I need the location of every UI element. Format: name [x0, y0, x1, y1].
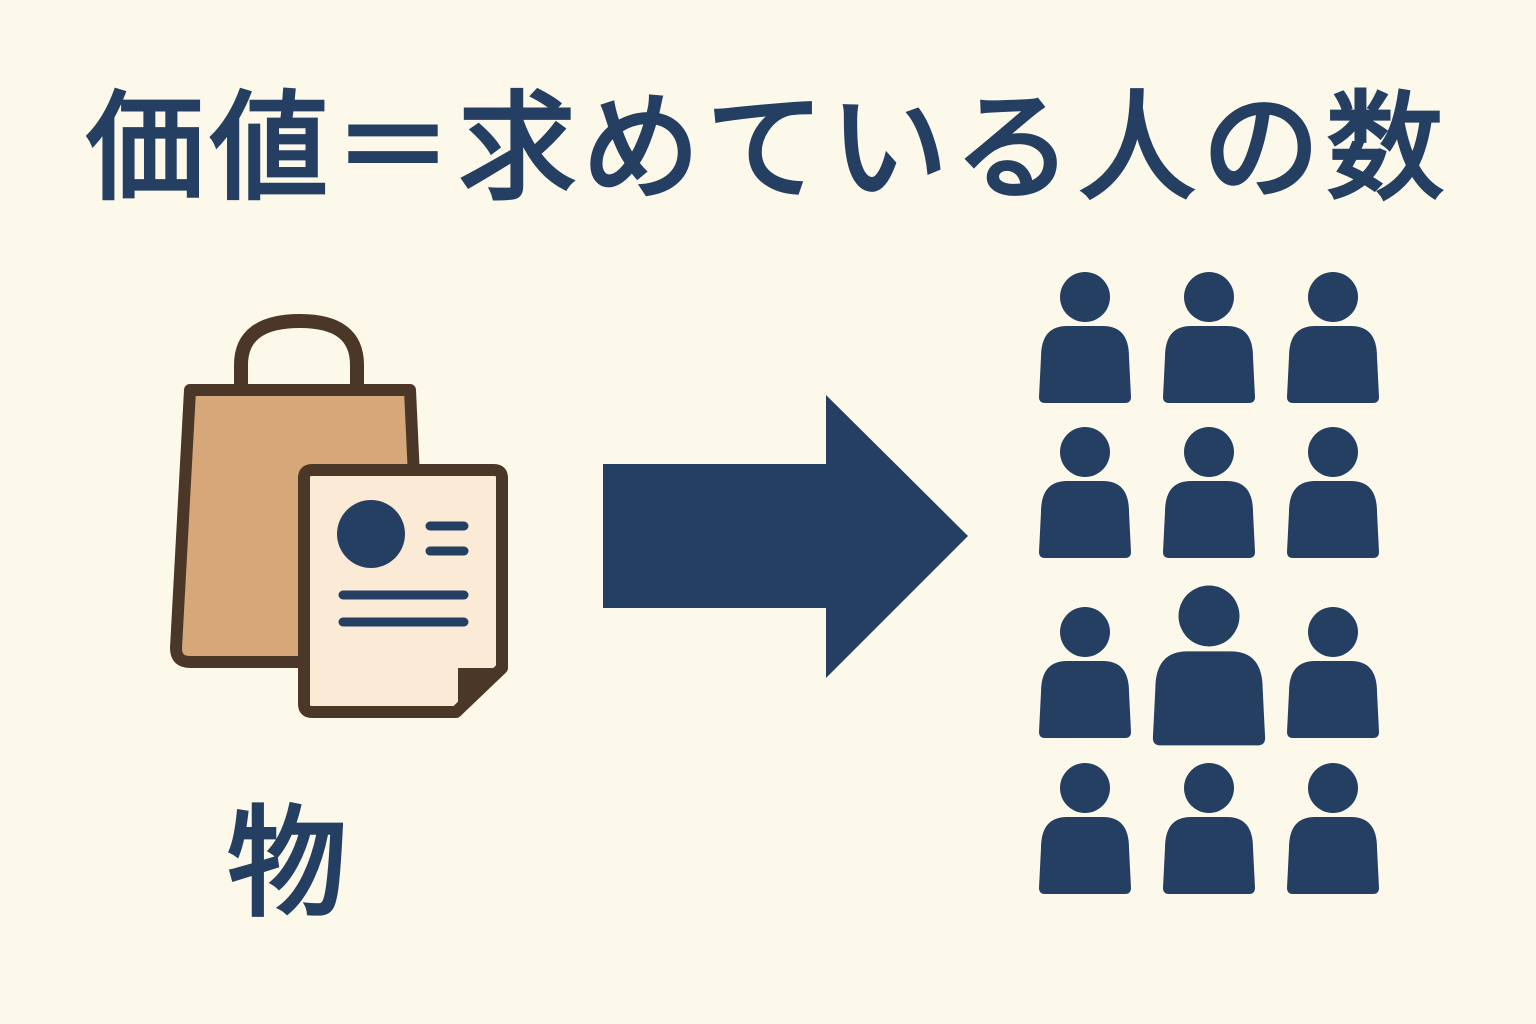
person-icon [1039, 427, 1131, 558]
person-icon [1163, 763, 1255, 894]
person-body [1039, 326, 1131, 403]
person-body [1287, 661, 1379, 738]
person-body [1152, 651, 1266, 746]
person-head [1184, 272, 1234, 322]
person-body [1163, 817, 1255, 894]
person-icon [1039, 607, 1131, 738]
people-grid [1039, 272, 1379, 894]
shopping-bag-and-document-icon [170, 313, 508, 718]
person-head [1184, 427, 1234, 477]
person-head [1178, 585, 1240, 647]
person-head [1060, 607, 1110, 657]
person-body [1039, 661, 1131, 738]
person-head [1060, 427, 1110, 477]
person-body [1039, 817, 1131, 894]
person-body [1039, 481, 1131, 558]
person-head [1308, 763, 1358, 813]
person-icon [1163, 427, 1255, 558]
person-body [1287, 817, 1379, 894]
document-folded-corner [458, 668, 502, 712]
person-icon [1287, 763, 1379, 894]
document-icon [298, 464, 508, 718]
person-icon [1039, 763, 1131, 894]
person-head [1308, 272, 1358, 322]
person-icon [1163, 272, 1255, 403]
person-head [1184, 763, 1234, 813]
person-head [1308, 427, 1358, 477]
diagram-title: 価値＝求めている人の数 [85, 79, 1450, 217]
person-icon [1287, 427, 1379, 558]
item-label: 物 [227, 795, 347, 934]
right-arrow-icon [603, 395, 968, 678]
bag-handle [234, 313, 364, 432]
person-icon [1039, 272, 1131, 403]
person-head [1308, 607, 1358, 657]
person-body [1287, 481, 1379, 558]
person-body [1287, 326, 1379, 403]
person-body [1163, 481, 1255, 558]
person-body [1163, 326, 1255, 403]
person-icon [1287, 272, 1379, 403]
document-avatar [337, 500, 405, 568]
person-head [1060, 272, 1110, 322]
person-icon [1287, 607, 1379, 738]
person-head [1060, 763, 1110, 813]
person-icon [1152, 585, 1266, 746]
